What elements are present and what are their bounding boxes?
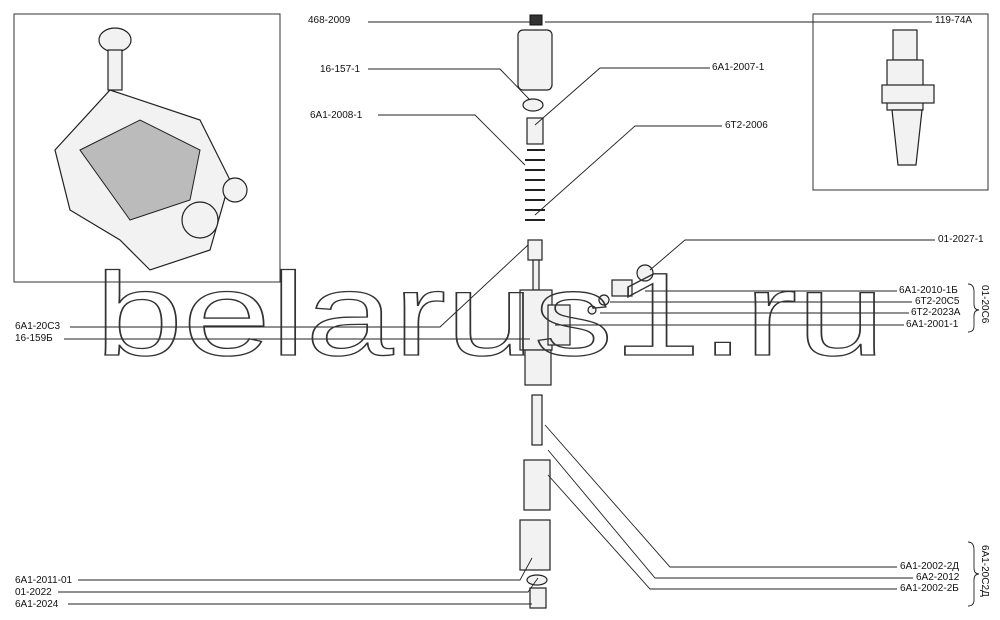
label-6a1-2001-1: 6A1-2001-1 (906, 319, 959, 330)
label-6a1-2002-2d: 6A1-2002-2Д (900, 561, 959, 572)
label-6t2-20c5: 6T2-20C5 (915, 296, 960, 307)
label-6a1-20c3: 6A1-20C3 (15, 321, 60, 332)
label-6a1-2024: 6A1-2024 (15, 599, 59, 610)
leader-lines (58, 21, 980, 607)
label-6a1-2011-01: 6A1-2011-01 (15, 575, 73, 586)
label-01-2022: 01-2022 (15, 587, 52, 598)
group-label-01-20c6: 01-20C6 (979, 285, 990, 324)
injector-inset (812, 13, 989, 191)
group-label-6a1-20c2d: 6A1-20C2Д (979, 545, 990, 597)
label-6a1-2007-1: 6A1-2007-1 (712, 62, 765, 73)
injector-parts (517, 14, 654, 609)
label-6t2-2006: 6T2-2006 (725, 120, 768, 131)
label-6a1-2010-1b: 6A1-2010-1Б (899, 285, 958, 296)
engine-inset (13, 13, 281, 283)
label-6a2-2012: 6A2-2012 (916, 572, 960, 583)
label-6a1-2002-2b: 6A1-2002-2Б (900, 583, 959, 594)
label-468-2009: 468-2009 (308, 15, 351, 26)
watermark: belarus1.ru (95, 249, 885, 381)
label-6a1-2008-1: 6A1-2008-1 (310, 110, 363, 121)
label-16-159b: 16-159Б (15, 333, 53, 344)
label-01-2027-1: 01-2027-1 (938, 234, 984, 245)
label-16-157-1: 16-157-1 (320, 64, 360, 75)
label-6t2-2023a: 6T2-2023A (911, 307, 961, 318)
label-119-74a: 119-74A (935, 15, 972, 26)
